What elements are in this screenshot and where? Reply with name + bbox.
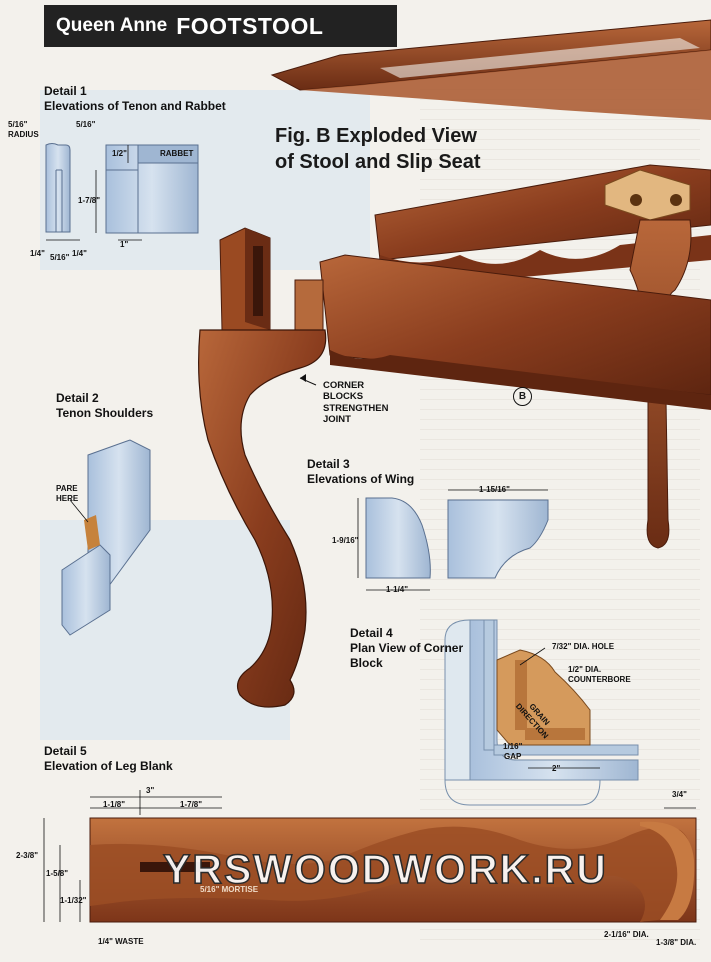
corner-block-callout: CORNER BLOCKS STRENGTHEN JOINT bbox=[323, 380, 388, 426]
detail1-quarter-left: 1/4" bbox=[30, 249, 45, 258]
detail5-right-top-dim: 3/4" bbox=[672, 790, 687, 799]
detail5-overall-dim: 3" bbox=[146, 786, 155, 795]
detail1-half-dim: 1/2" bbox=[112, 149, 127, 158]
detail3-label: Detail 3 Elevations of Wing bbox=[307, 457, 414, 487]
detail1-rabbet-drawing bbox=[105, 144, 199, 234]
detail4-subtitle-1: Plan View of Corner bbox=[350, 641, 464, 655]
callout-line-4: JOINT bbox=[323, 414, 351, 426]
detail1-tenon-drawing bbox=[45, 143, 71, 233]
detail1-title: Detail 1 bbox=[44, 84, 87, 98]
figure-title-line2: of Stool and Slip Seat bbox=[275, 150, 481, 173]
counterbore-line-2: COUNTERBORE bbox=[568, 674, 631, 684]
detail3-subtitle: Elevations of Wing bbox=[307, 472, 415, 486]
callout-line-2: BLOCKS bbox=[323, 391, 364, 403]
detail3-height-dim: 1-9/16" bbox=[332, 536, 359, 545]
figure-badge: B bbox=[513, 387, 532, 406]
detail4-gap-note: 1/16" GAP bbox=[503, 742, 522, 761]
header-title-big: FOOTSTOOL bbox=[176, 12, 324, 39]
detail5-height-dim: 2-3/8" bbox=[16, 851, 39, 860]
detail4-hole-note: 7/32" DIA. HOLE bbox=[552, 642, 615, 651]
detail5-dia-large: 1-3/8" DIA. bbox=[656, 938, 697, 947]
front-leg-top bbox=[219, 227, 324, 331]
pare-line-2: HERE bbox=[56, 493, 79, 503]
figure-title-line1: Fig. B Exploded View bbox=[275, 125, 477, 147]
counterbore-line-1: 1/2" DIA. bbox=[568, 665, 602, 674]
detail3-title: Detail 3 bbox=[307, 457, 350, 471]
detail5-dia-small: 2-1/16" DIA. bbox=[604, 930, 649, 939]
detail2-subtitle: Tenon Shoulders bbox=[56, 406, 154, 420]
front-cabriole-leg bbox=[198, 329, 327, 708]
detail1-radius-dim: 5/16" RADIUS bbox=[8, 120, 39, 139]
detail5-leg-blank-drawing bbox=[43, 790, 697, 923]
detail5-mortise-note: 5/16" MORTISE bbox=[200, 885, 259, 894]
gap-line-2: GAP bbox=[504, 751, 522, 761]
detail5-lower-dim: 1-1/32" bbox=[60, 896, 87, 905]
detail5-title: Detail 5 bbox=[44, 744, 87, 758]
detail5-label: Detail 5 Elevation of Leg Blank bbox=[44, 744, 173, 774]
detail3-wing-drawings bbox=[357, 489, 549, 591]
detail2-pare-note: PARE HERE bbox=[56, 484, 78, 503]
detail4-subtitle-2: Block bbox=[350, 656, 383, 670]
radius-label: RADIUS bbox=[8, 129, 39, 139]
header-title-small: Queen Anne bbox=[56, 15, 168, 36]
detail1-quarter-right: 1/4" bbox=[72, 249, 87, 258]
callout-line-3: STRENGTHEN bbox=[323, 402, 389, 414]
detail3-width-right: 1-15/16" bbox=[479, 485, 510, 494]
detail1-width-dim: 1" bbox=[120, 240, 129, 249]
detail1-mid-dim: 5/16" bbox=[50, 253, 70, 262]
detail1-panel bbox=[40, 90, 370, 270]
detail4-counterbore-note: 1/2" DIA. COUNTERBORE bbox=[568, 665, 631, 684]
detail2-shoulder-drawing bbox=[61, 439, 151, 636]
detail3-width-left: 1-1/4" bbox=[386, 585, 409, 594]
watermark: YRSWOODWORK.RU bbox=[162, 845, 608, 893]
detail4-width-dim: 2" bbox=[552, 764, 561, 773]
gap-line-1: 1/16" bbox=[503, 742, 523, 751]
detail5-subtitle: Elevation of Leg Blank bbox=[44, 759, 173, 773]
detail5-waste-note: 1/4" WASTE bbox=[98, 937, 144, 946]
detail4-label: Detail 4 Plan View of Corner Block bbox=[350, 626, 463, 671]
detail4-corner-block-drawing bbox=[444, 619, 639, 806]
detail4-title: Detail 4 bbox=[350, 626, 393, 640]
detail1-rabbet-label: RABBET bbox=[160, 149, 194, 158]
detail1-subtitle: Elevations of Tenon and Rabbet bbox=[44, 99, 226, 113]
detail2-label: Detail 2 Tenon Shoulders bbox=[56, 391, 153, 421]
callout-line-1: CORNER bbox=[323, 380, 365, 391]
front-rail bbox=[319, 254, 711, 410]
detail5-upper-dim: 1-5/8" bbox=[46, 869, 69, 878]
pare-line-1: PARE bbox=[56, 484, 78, 493]
detail1-height-dim: 1-7/8" bbox=[78, 196, 101, 205]
slip-seat-frame bbox=[270, 19, 711, 120]
detail1-label: Detail 1 Elevations of Tenon and Rabbet bbox=[44, 84, 226, 114]
detail2-title: Detail 2 bbox=[56, 391, 99, 405]
figure-title: Fig. B Exploded View of Stool and Slip S… bbox=[275, 124, 481, 175]
detail1-top-dim: 5/16" bbox=[76, 120, 96, 129]
detail5-right-dim: 1-7/8" bbox=[180, 800, 203, 809]
corner-block bbox=[604, 169, 691, 221]
detail5-left-dim: 1-1/8" bbox=[103, 800, 126, 809]
radius-value: 5/16" bbox=[8, 120, 28, 129]
page-header: Queen Anne FOOTSTOOL bbox=[44, 5, 397, 47]
